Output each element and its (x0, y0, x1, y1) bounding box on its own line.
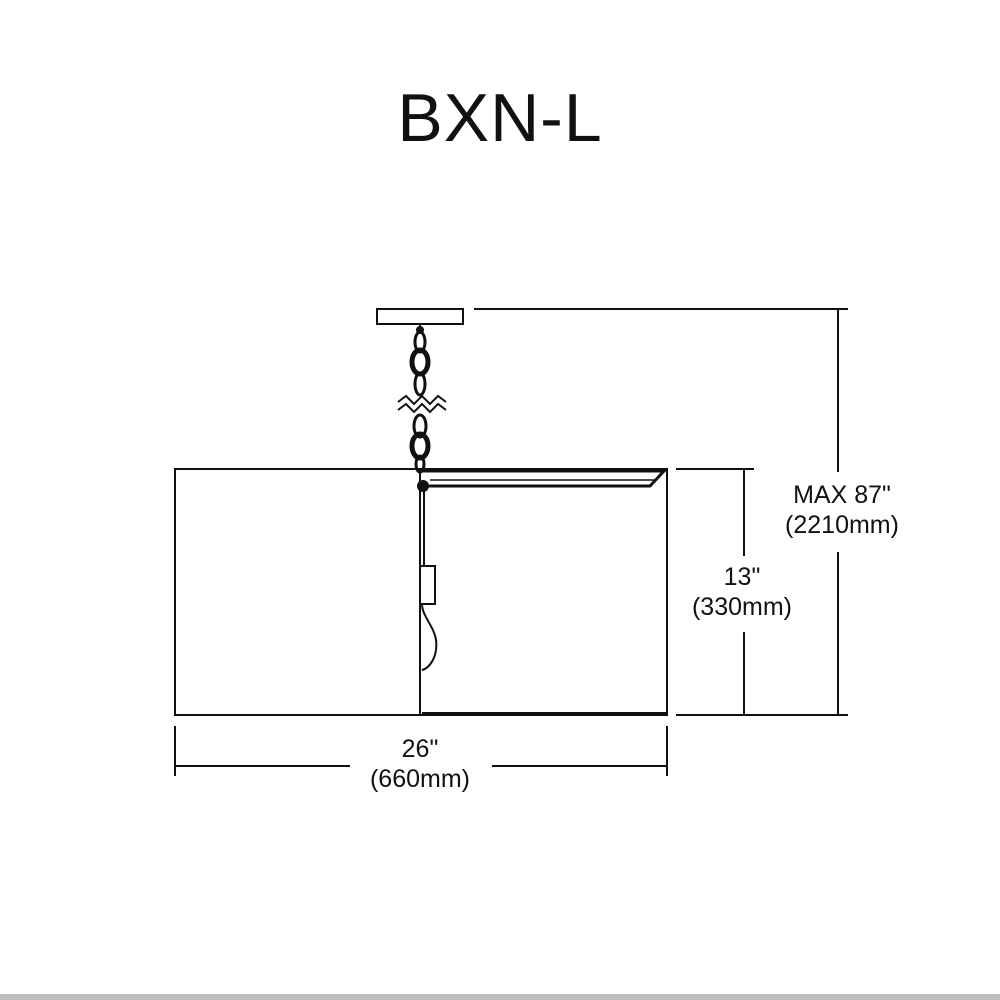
model-title: BXN-L (397, 80, 603, 156)
chain-link (413, 371, 427, 397)
chain-link (412, 413, 428, 439)
overall-height-imperial: MAX 87" (793, 481, 891, 509)
overall-height-label: MAX 87" (2210mm) (752, 480, 932, 540)
chain-link (409, 431, 431, 461)
footer-rule (0, 994, 1000, 1000)
chain-hub (417, 480, 429, 492)
overall-height-metric: (2210mm) (785, 511, 899, 539)
shade-width-label: 26" (660mm) (330, 734, 510, 794)
light-bulb (421, 603, 438, 671)
shade-height-label: 13" (330mm) (672, 562, 812, 622)
chain-top-ring (416, 326, 424, 334)
shade-height-imperial: 13" (723, 563, 761, 591)
chain-link (409, 347, 431, 377)
suspension-chain (409, 330, 431, 474)
shade-width-metric: (660mm) (369, 765, 470, 793)
ceiling-canopy (376, 308, 464, 325)
shade-height-metric: (330mm) (691, 593, 792, 621)
shade-width-imperial: 26" (401, 735, 439, 763)
chain-break-symbol (397, 394, 447, 414)
shade-top-frame (422, 469, 668, 488)
lamp-socket (419, 565, 436, 605)
